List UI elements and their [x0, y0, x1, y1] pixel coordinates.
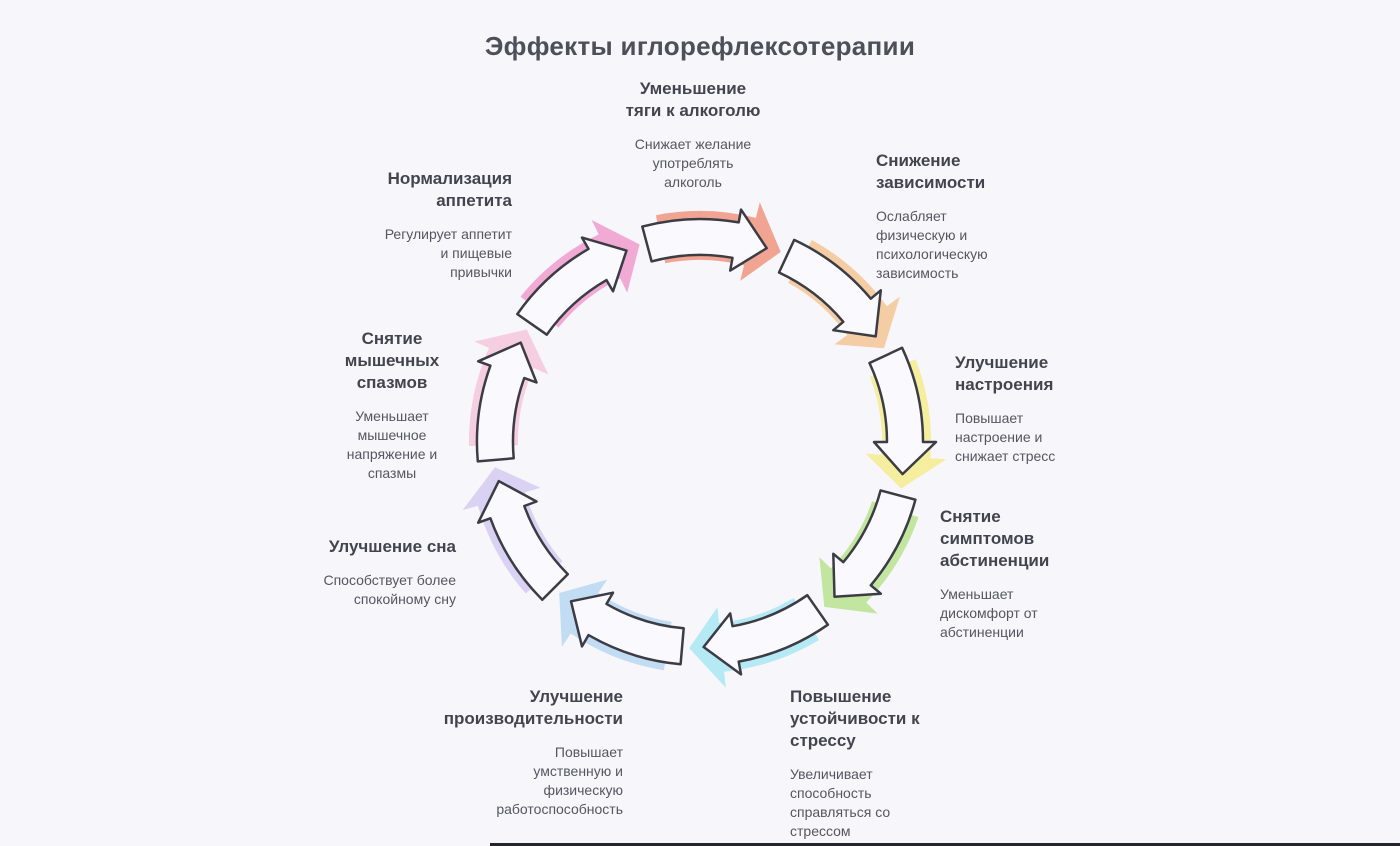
cycle-arrow-body — [777, 238, 883, 338]
cycle-arrow-6 — [462, 467, 570, 601]
cycle-item-desc: Снижает желание употреблять алкоголь — [634, 136, 752, 190]
cycle-arrow-8 — [516, 220, 640, 336]
cycle-arrow-3 — [819, 489, 919, 614]
cycle-item-title: Улучшение производительности — [443, 687, 623, 728]
cycle-item-alcohol-craving: Уменьшение тяги к алкоголю Снижает желан… — [563, 78, 823, 192]
cycle-item-title: Улучшение сна — [328, 537, 456, 556]
cycle-arrow-2 — [865, 346, 947, 489]
cycle-arrow-body — [832, 489, 917, 598]
cycle-item-title: Снятие симптомов абстиненции — [940, 507, 1050, 570]
cycle-item-title: Снятие мышечных спазмов — [344, 329, 440, 392]
cycle-item-productivity: Улучшение производительности Повышает ум… — [423, 686, 623, 819]
cycle-item-title: Уменьшение тяги к алкоголю — [625, 79, 761, 120]
cycle-arrow-body — [569, 591, 685, 666]
cycle-arrow-body — [476, 479, 570, 601]
cycle-arrow-body — [641, 208, 768, 272]
cycle-item-desc: Повышает настроение и снижает стресс — [955, 410, 1056, 464]
cycle-item-desc: Повышает умственную и физическую работос… — [496, 744, 623, 817]
cycle-arrow-5 — [559, 579, 685, 671]
cycle-item-title: Повышение устойчивости к стрессу — [790, 687, 920, 750]
cycle-item-desc: Регулирует аппетит и пищевые привычки — [384, 226, 512, 280]
bottom-border-line — [490, 843, 1400, 846]
cycle-arrow-7 — [468, 329, 549, 463]
cycle-arrow-body — [475, 341, 538, 463]
cycle-item-desc: Увеличивает способность справляться со с… — [790, 766, 891, 839]
cycle-item-withdrawal-relief: Снятие симптомов абстиненции Уменьшает д… — [940, 506, 1110, 642]
cycle-arrow-body — [516, 236, 628, 336]
cycle-arrow-1 — [777, 238, 900, 349]
cycle-item-title: Нормализация аппетита — [387, 169, 512, 210]
cycle-arrow-body — [868, 346, 938, 476]
cycle-arrow-0 — [641, 202, 781, 281]
cycle-item-title: Улучшение настроения — [955, 353, 1054, 394]
diagram-title: Эффекты иглорефлексотерапии — [484, 31, 916, 62]
cycle-item-dependence-reduction: Снижение зависимости Ослабляет физическу… — [876, 150, 1046, 283]
cycle-item-desc: Ослабляет физическую и психологическую з… — [876, 208, 988, 281]
cycle-arrow-body — [702, 593, 830, 676]
cycle-item-muscle-spasms: Снятие мышечных спазмов Уменьшает мышечн… — [322, 328, 462, 483]
cycle-item-stress-resilience: Повышение устойчивости к стрессу Увеличи… — [790, 686, 970, 841]
cycle-item-desc: Способствует более спокойному сну — [323, 572, 456, 607]
cycle-item-desc: Уменьшает мышечное напряжение и спазмы — [346, 408, 438, 481]
cycle-item-appetite-normalization: Нормализация аппетита Регулирует аппетит… — [312, 168, 512, 282]
cycle-arrow-4 — [689, 593, 830, 688]
cycle-item-mood-improvement: Улучшение настроения Повышает настроение… — [955, 352, 1115, 466]
cycle-item-sleep-improvement: Улучшение сна Способствует более спокойн… — [276, 536, 456, 609]
cycle-item-desc: Уменьшает дискомфорт от абстиненции — [940, 586, 1038, 640]
cycle-item-title: Снижение зависимости — [876, 151, 986, 192]
